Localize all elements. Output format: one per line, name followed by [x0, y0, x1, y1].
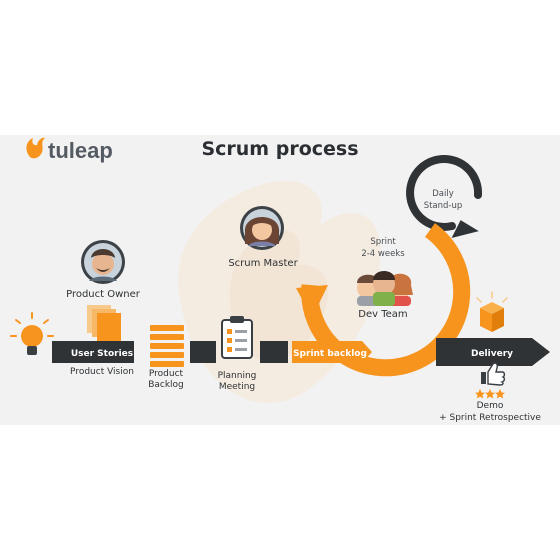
- star-icon: [495, 389, 505, 399]
- document-stack-icon: [87, 305, 121, 341]
- star-icon: [485, 389, 495, 399]
- daily-standup-cycle-icon: [406, 154, 483, 238]
- dev-team-label: Dev Team: [358, 309, 407, 320]
- delivery-label: Delivery: [471, 349, 513, 359]
- flame-logo-icon: [26, 137, 45, 159]
- thumbs-up-icon: [481, 362, 506, 386]
- gift-box-icon: [476, 291, 508, 332]
- planning-meeting-caption-line2: Meeting: [219, 382, 255, 392]
- clipboard-checklist-icon: [221, 316, 253, 359]
- star-rating: [475, 389, 505, 399]
- sprint-retrospective-caption: + Sprint Retrospective: [439, 413, 541, 423]
- tuleap-logo[interactable]: tuleap: [26, 137, 113, 163]
- product-backlog-caption-line1: Product: [149, 369, 184, 379]
- planning-meeting-caption-line1: Planning: [218, 371, 257, 381]
- sprint-cycle-arrow-icon: [296, 223, 471, 377]
- user-stories-label: User Stories: [71, 349, 133, 359]
- scrum-master-avatar: [240, 206, 284, 250]
- demo-caption: Demo: [477, 401, 504, 411]
- star-icon: [475, 389, 485, 399]
- flow-bar: [52, 338, 550, 366]
- product-owner-label: Product Owner: [66, 289, 141, 300]
- backlog-list-icon: [150, 325, 184, 367]
- scrum-master-label: Scrum Master: [228, 258, 298, 269]
- logo-text: tuleap: [48, 138, 113, 163]
- sprint-label-line1: Sprint: [370, 237, 396, 247]
- product-vision-caption: Product Vision: [70, 367, 134, 377]
- product-owner-avatar: [81, 240, 125, 284]
- product-backlog-caption-line2: Backlog: [148, 380, 184, 390]
- sprint-backlog-label: Sprint backlog: [293, 349, 367, 359]
- lightbulb-icon: [10, 312, 54, 355]
- daily-label-line2: Stand-up: [424, 201, 463, 211]
- sprint-label-line2: 2-4 weeks: [361, 249, 405, 259]
- daily-label-line1: Daily: [432, 189, 454, 199]
- page-title: Scrum process: [201, 138, 358, 160]
- dev-team-avatars: [357, 271, 413, 306]
